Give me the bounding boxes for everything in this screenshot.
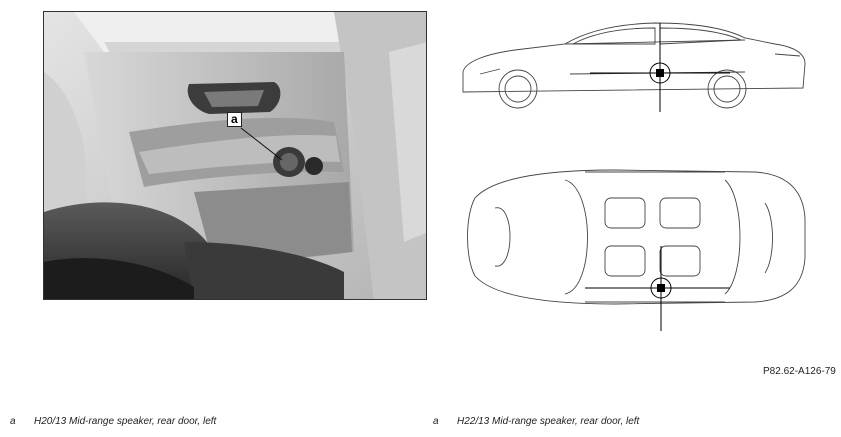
caption-left: a H20/13 Mid-range speaker, rear door, le… xyxy=(10,416,216,427)
car-top-view-drawing xyxy=(467,169,806,331)
caption-text: H22/13 Mid-range speaker, rear door, lef… xyxy=(457,416,640,427)
door-interior-illustration xyxy=(44,12,426,299)
speaker-position-marker xyxy=(590,23,730,112)
car-side-view-drawing xyxy=(462,22,806,112)
speaker-marker-square-top xyxy=(657,284,665,292)
speaker-marker-square xyxy=(656,69,664,77)
caption-key: a xyxy=(433,416,439,427)
callout-label-a: a xyxy=(227,112,242,127)
car-side-view xyxy=(455,14,815,114)
figure-reference-code: P82.62-A126-79 xyxy=(763,366,836,377)
caption-text: H20/13 Mid-range speaker, rear door, lef… xyxy=(34,416,217,427)
car-top-view xyxy=(455,158,815,333)
caption-key: a xyxy=(10,416,16,427)
caption-right: a H22/13 Mid-range speaker, rear door, le… xyxy=(433,416,639,427)
door-interior-photo xyxy=(43,11,427,300)
